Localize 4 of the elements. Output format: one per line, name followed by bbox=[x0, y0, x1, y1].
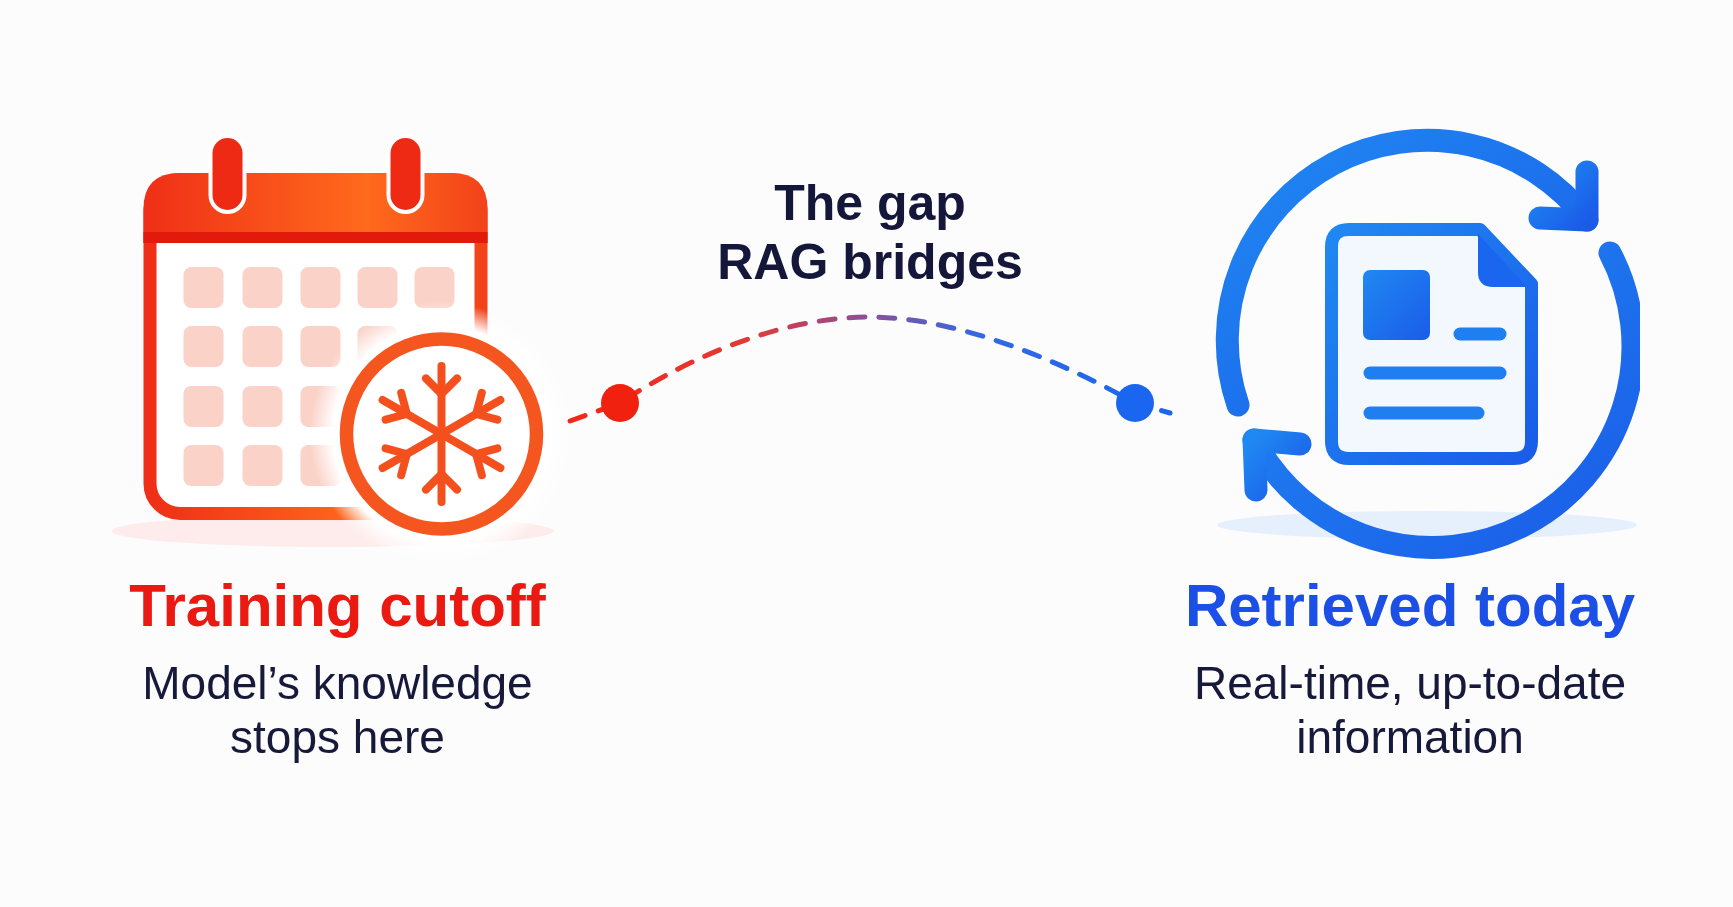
node-description: Model’s knowledge stops here bbox=[141, 656, 534, 764]
node-heading: Training cutoff bbox=[129, 573, 546, 639]
node-heading: Retrieved today bbox=[1184, 573, 1636, 639]
node-description: Real-time, up-to-date information bbox=[1192, 656, 1628, 764]
